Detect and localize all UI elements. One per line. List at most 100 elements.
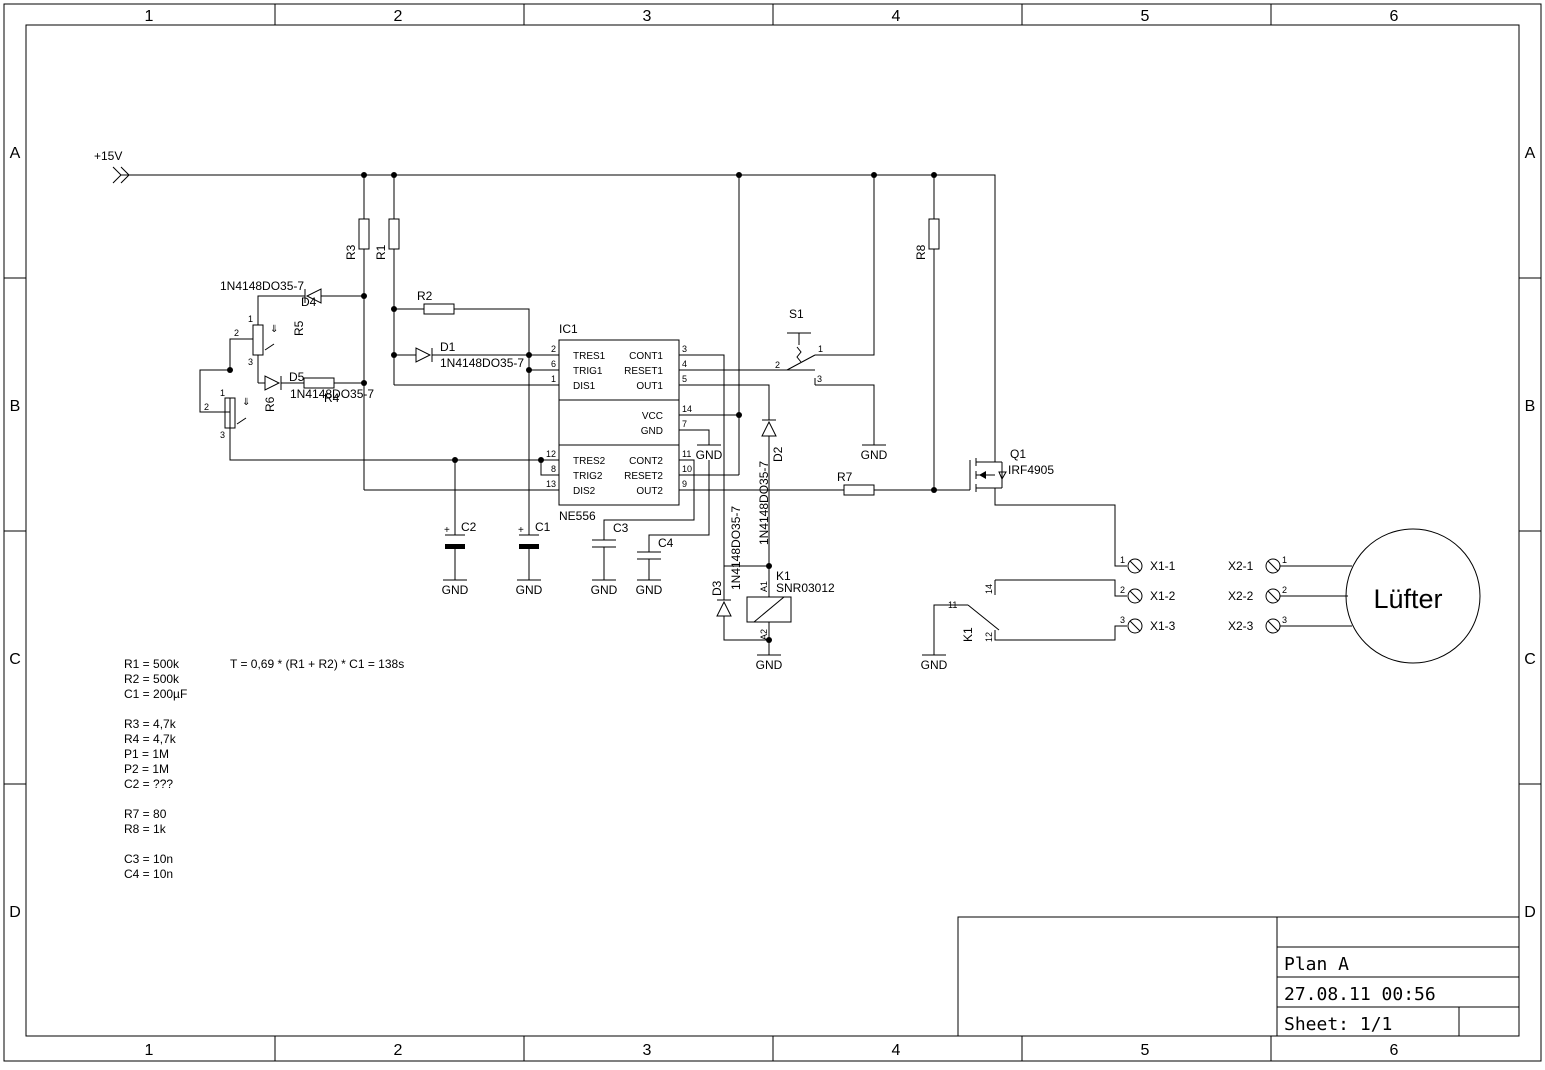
capacitor-c1: + C1 <box>518 520 551 549</box>
note-line: C4 = 10n <box>124 867 173 881</box>
row-label-left: D <box>9 904 21 921</box>
junction-dots <box>227 172 937 643</box>
ic-pin-name: DIS1 <box>573 381 596 392</box>
k1-part: SNR03012 <box>776 581 835 595</box>
ic-pin-number: 3 <box>682 344 687 354</box>
ic-pin-number: 9 <box>682 479 687 489</box>
svg-text:3: 3 <box>248 357 253 367</box>
gnd-label: GND <box>921 658 948 672</box>
title-block-sheet: Sheet: 1/1 <box>1284 1014 1392 1035</box>
row-label-left: A <box>10 145 21 162</box>
x1-label: X1-2 <box>1150 589 1176 603</box>
x2-label: X2-1 <box>1228 559 1254 573</box>
k1-contact-label: K1 <box>961 627 975 642</box>
q1-part: IRF4905 <box>1008 463 1054 477</box>
formula-note: T = 0,69 * (R1 + R2) * C1 = 138s <box>230 657 404 671</box>
capacitor-c2: + C2 <box>444 520 477 549</box>
c3-label: C3 <box>613 521 629 535</box>
relay-contact-k1: 14 11 12 K1 <box>948 580 1000 642</box>
c1-label: C1 <box>535 520 551 534</box>
svg-text:2: 2 <box>234 328 239 338</box>
col-label-bottom: 4 <box>892 1042 901 1059</box>
ic-pin-name: DIS2 <box>573 486 596 497</box>
ic-pin-name: TRIG1 <box>573 366 603 377</box>
svg-text:1: 1 <box>220 388 225 398</box>
r1-label: R1 <box>374 244 388 260</box>
col-label-bottom: 1 <box>145 1042 154 1059</box>
ground-symbols: GND GND GND GND GND GND GND GND <box>442 444 948 672</box>
d2-label: D2 <box>771 446 785 462</box>
note-line: R2 = 500k <box>124 672 180 686</box>
note-line: R4 = 4,7k <box>124 732 177 746</box>
diode-d5: D5 1N4148DO35-7 <box>264 370 374 401</box>
fan-motor: Lüfter <box>1345 528 1481 664</box>
col-label-top: 3 <box>643 8 652 25</box>
relay-coil-k1: K1 SNR03012 A1 A2 <box>746 569 835 640</box>
frame-column-labels: 1 2 3 4 5 6 1 2 3 4 5 6 <box>145 8 1399 1059</box>
gnd-label: GND <box>591 583 618 597</box>
resistor-r1: R1 <box>374 218 400 260</box>
svg-text:A1: A1 <box>759 581 769 592</box>
title-block-date: 27.08.11 00:56 <box>1284 984 1436 1005</box>
r3-label: R3 <box>344 244 358 260</box>
potentiometer-r5: 123 ⇓ R5 <box>234 314 306 367</box>
ic-pin-number: 5 <box>682 374 687 384</box>
ic-pin-number: 12 <box>546 449 556 459</box>
c4-label: C4 <box>658 536 674 550</box>
row-label-right: A <box>1525 145 1536 162</box>
row-label-left: C <box>9 651 21 668</box>
ic-pin-number: 10 <box>682 464 692 474</box>
ic-pin-number: 14 <box>682 404 692 414</box>
d1-label: D1 <box>440 340 456 354</box>
col-label-bottom: 5 <box>1141 1042 1150 1059</box>
svg-text:⇓: ⇓ <box>242 397 250 408</box>
ic-pin-name: OUT1 <box>636 381 663 392</box>
fan-label: Lüfter <box>1373 584 1442 614</box>
resistor-r7: R7 <box>837 470 875 496</box>
d3-part: 1N4148DO35-7 <box>729 506 743 590</box>
gnd-label: GND <box>442 583 469 597</box>
d5-part: 1N4148DO35-7 <box>290 387 374 401</box>
row-label-right: B <box>1525 398 1536 415</box>
ic1-label: IC1 <box>559 322 578 336</box>
gnd-label: GND <box>696 448 723 462</box>
resistor-r3: R3 <box>344 218 370 260</box>
terminal-pin: 3 <box>1282 615 1287 625</box>
note-line: R3 = 4,7k <box>124 717 177 731</box>
s1-label: S1 <box>789 307 804 321</box>
col-label-bottom: 3 <box>643 1042 652 1059</box>
ic-pin-name: CONT1 <box>629 351 663 362</box>
mosfet-q1: Q1 IRF4905 <box>969 447 1054 492</box>
r7-label: R7 <box>837 470 853 484</box>
component-values-notes: T = 0,69 * (R1 + R2) * C1 = 138s R1 = 50… <box>124 657 404 881</box>
title-block-title: Plan A <box>1284 954 1349 975</box>
q1-label: Q1 <box>1010 447 1026 461</box>
d1-part: 1N4148DO35-7 <box>440 356 524 370</box>
gnd-label: GND <box>756 658 783 672</box>
x1-label: X1-3 <box>1150 619 1176 633</box>
terminal-x2: 1 2 3 X2-1 X2-2 X2-3 <box>1228 555 1287 634</box>
ic-pin-name: RESET2 <box>624 471 663 482</box>
col-label-top: 4 <box>892 8 901 25</box>
frame-row-labels: A B C D A B C D <box>9 145 1536 921</box>
svg-text:A2: A2 <box>759 629 769 640</box>
ic-pin-number: 1 <box>551 374 556 384</box>
diode-d1: D1 1N4148DO35-7 <box>415 340 524 370</box>
ic1-part: NE556 <box>559 509 596 523</box>
terminal-pin: 3 <box>1120 615 1125 625</box>
x1-label: X1-1 <box>1150 559 1176 573</box>
ic-pin-name: TRES2 <box>573 456 606 467</box>
gnd-label: GND <box>516 583 543 597</box>
d4-part: 1N4148DO35-7 <box>220 279 304 293</box>
svg-text:+: + <box>518 525 524 536</box>
terminal-pin: 1 <box>1282 555 1287 565</box>
col-label-top: 2 <box>394 8 403 25</box>
col-label-top: 5 <box>1141 8 1150 25</box>
d3-label: D3 <box>710 580 724 596</box>
wires <box>137 174 1352 655</box>
ic-pin-name: VCC <box>642 411 663 422</box>
d4-label: D4 <box>301 295 317 309</box>
supply-label: +15V <box>94 149 122 163</box>
r6-label: R6 <box>263 396 277 412</box>
